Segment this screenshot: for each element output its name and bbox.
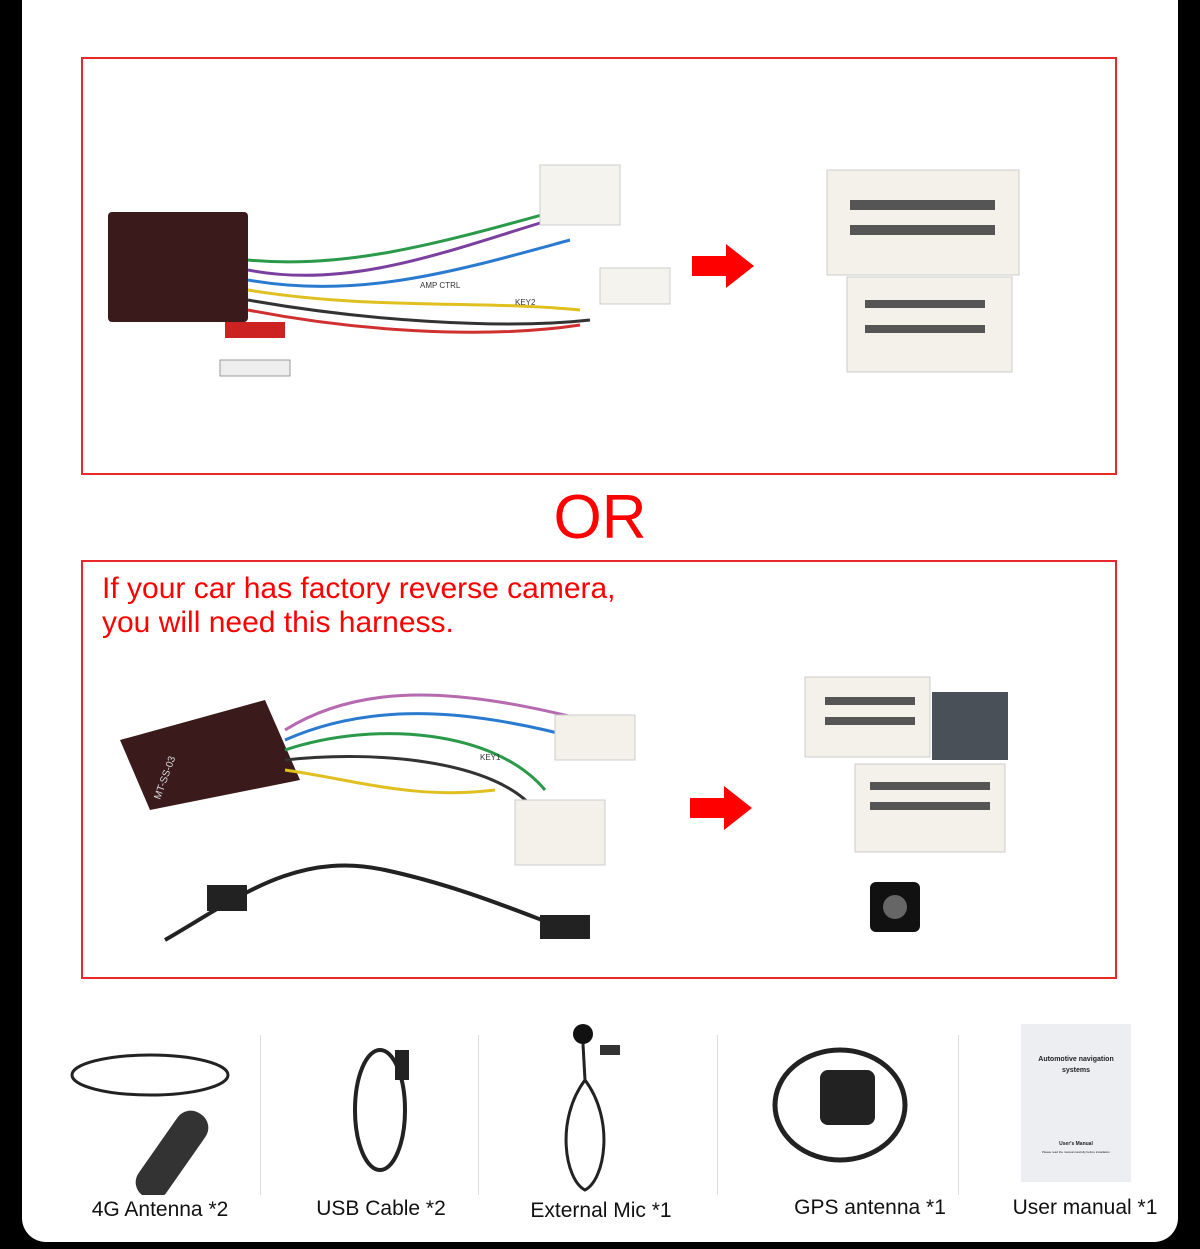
- accessory-label-4g-antenna: 4G Antenna *2: [91, 1198, 229, 1221]
- user-manual-image: Automotive navigation systems User's Manu…: [1021, 1024, 1131, 1182]
- key2-tag: KEY2: [515, 298, 536, 307]
- manual-fine-print: Please read the manual carefully before …: [1041, 1150, 1111, 1154]
- car-connector-camera-image: [804, 676, 1008, 932]
- usb-cable-image: [353, 1048, 409, 1172]
- key1-tag: KEY1: [480, 753, 501, 762]
- camera-harness-section: [81, 560, 1117, 979]
- amp-ctrl-tag: AMP CTRL: [420, 281, 461, 290]
- manual-subtitle: User's Manual: [1059, 1141, 1093, 1147]
- divider: [260, 1035, 261, 1195]
- 4g-antenna-image: [70, 1053, 230, 1195]
- gps-antenna-image: [772, 1047, 908, 1163]
- manual-title: Automotive navigation systems: [1021, 1054, 1131, 1076]
- standard-harness-image: AMP CTRL KEY2: [108, 164, 671, 377]
- manual-title-line2: systems: [1061, 1067, 1091, 1074]
- camera-harness-note: If your car has factory reverse camera, …: [102, 572, 616, 640]
- accessory-label-gps-antenna: GPS antenna *1: [794, 1196, 946, 1219]
- divider: [717, 1035, 718, 1195]
- note-line-1: If your car has factory reverse camera,: [102, 572, 616, 605]
- camera-harness-image: MT-SS-03 KEY1: [120, 693, 636, 942]
- note-line-2: you will need this harness.: [102, 606, 454, 639]
- external-mic-image: [564, 1024, 620, 1192]
- divider: [958, 1035, 959, 1195]
- or-separator: OR: [553, 483, 647, 552]
- accessory-label-external-mic: External Mic *1: [530, 1199, 672, 1222]
- car-connector-image: [826, 169, 1020, 373]
- manual-title-line1: Automotive navigation: [1038, 1056, 1114, 1063]
- standard-harness-section: [81, 57, 1117, 475]
- arrow-right-icon: [690, 786, 752, 830]
- divider: [478, 1035, 479, 1195]
- arrow-right-icon: [692, 244, 754, 288]
- accessory-label-usb-cable: USB Cable *2: [316, 1197, 446, 1220]
- accessory-label-user-manual: User manual *1: [1012, 1196, 1158, 1219]
